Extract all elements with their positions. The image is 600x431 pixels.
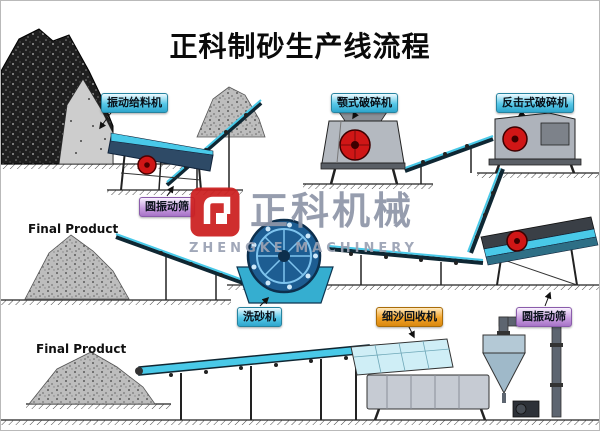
watermark: 正科机械 ZHENGKE MACHINERY (189, 186, 418, 256)
rock-pile (1, 28, 114, 165)
label-circular-screen-bottom: 圆振动筛 (516, 307, 572, 327)
ground-line (303, 183, 433, 189)
page-title: 正科制砂生产线流程 (169, 30, 431, 63)
final-product-label-1: Final Product (28, 222, 119, 236)
circular-vibrating-screen-machine (480, 216, 599, 286)
label-impact-crusher: 反击式破碎机 (496, 93, 574, 113)
zhengke-logo-icon (190, 187, 240, 237)
ground-line (26, 403, 171, 409)
final-product-pile-1 (24, 234, 130, 300)
impact-crusher-machine (488, 112, 582, 174)
label-circular-screen-top: 圆振动筛 (139, 197, 195, 217)
ground-line (1, 419, 599, 425)
watermark-brand-cn: 正科机械 (250, 189, 415, 234)
transfer-conveyor-1 (404, 135, 494, 184)
label-sand-washer: 洗砂机 (237, 307, 282, 327)
final-product-pile-2 (28, 351, 156, 405)
watermark-brand-en: ZHENGKE MACHINERY (189, 241, 418, 256)
transfer-conveyor-3 (328, 245, 484, 285)
ground-line (477, 172, 599, 178)
ground-line (1, 299, 231, 305)
label-fine-sand-recycler: 细沙回收机 (376, 307, 443, 327)
label-jaw-crusher: 颚式破碎机 (331, 93, 398, 113)
final-product-label-2: Final Product (36, 342, 127, 356)
product-conveyor-1 (115, 233, 244, 300)
sand-washer-machine (236, 218, 334, 304)
fine-sand-recycler-machine (350, 316, 563, 421)
label-vibrating-feeder: 振动给料机 (101, 93, 168, 113)
jaw-crusher-machine (320, 108, 406, 185)
transfer-conveyor-2 (467, 167, 505, 254)
vibrating-feeder-machine (107, 132, 214, 191)
stockpile (196, 86, 266, 138)
